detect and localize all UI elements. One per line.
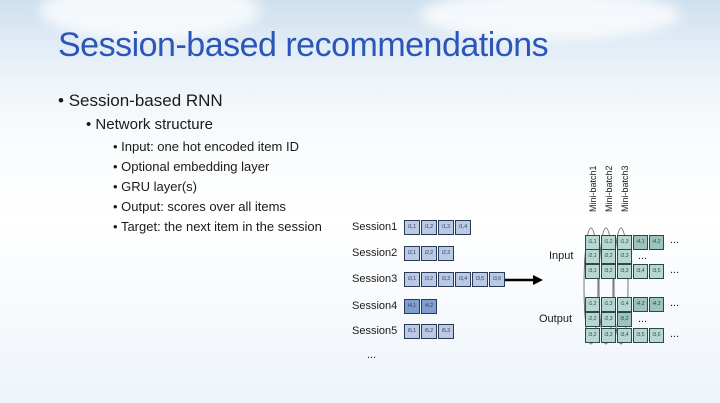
batch-cell: i4,2 xyxy=(633,297,648,312)
bullet-level3: • GRU layer(s) xyxy=(113,179,198,194)
item-cell: i3,4 xyxy=(455,272,471,287)
arrow-right-icon xyxy=(505,275,543,285)
bullet-text: Input: one hot encoded item ID xyxy=(121,139,299,154)
batch-cell: i1,4 xyxy=(617,297,632,312)
sessions-ellipsis: ... xyxy=(367,349,377,361)
bullet-text: Target: the next item in the session xyxy=(120,219,322,234)
cloud-decoration xyxy=(420,0,680,40)
batch-cell: i3,3 xyxy=(617,264,632,279)
minibatch-label: Mini-batch3 xyxy=(620,165,630,212)
item-cell: i3,5 xyxy=(472,272,488,287)
item-cell: i2,1 xyxy=(404,246,420,261)
input-row: i1,1 i1,2 i1,3 i4,1 i4,2 xyxy=(585,235,665,250)
row-ellipsis: ... xyxy=(670,297,680,309)
batch-cell: i3,4 xyxy=(633,264,648,279)
item-cell: i2,3 xyxy=(438,246,454,261)
item-cell: i4,2 xyxy=(421,299,437,314)
minibatch-label: Mini-batch1 xyxy=(588,165,598,212)
session-label: Session4 xyxy=(352,300,398,312)
item-cell: i5,1 xyxy=(404,324,420,339)
item-cell: i4,1 xyxy=(404,299,420,314)
item-cell: i5,2 xyxy=(421,324,437,339)
bullet-text: Optional embedding layer xyxy=(121,159,270,174)
minibatch-label: Mini-batch2 xyxy=(604,165,614,212)
batch-cell: i1,3 xyxy=(617,235,632,250)
batch-cell: i2,2 xyxy=(585,312,600,327)
session-sequence: i2,1 i2,2 i2,3 xyxy=(404,246,455,261)
input-row: i2,1 i2,2 i2,3 xyxy=(585,249,633,264)
item-cell: i2,2 xyxy=(421,246,437,261)
batch-cell: i3,6 xyxy=(649,328,664,343)
row-ellipsis: ... xyxy=(638,250,648,262)
slide-title: Session-based recommendations xyxy=(58,26,549,64)
output-row: i3,2 i3,3 i3,4 i3,5 i3,6 xyxy=(585,328,665,343)
batch-cell: i3,1 xyxy=(585,264,600,279)
input-label: Input xyxy=(549,250,574,262)
batch-cell: i2,2 xyxy=(601,249,616,264)
item-cell: i3,1 xyxy=(404,272,420,287)
batch-cell: i1,2 xyxy=(601,235,616,250)
item-cell: i1,1 xyxy=(404,220,420,235)
minibatch-outlines xyxy=(583,227,629,345)
batch-cell: i1,2 xyxy=(585,297,600,312)
batch-cell: i4,1 xyxy=(633,235,648,250)
item-cell: i1,2 xyxy=(421,220,437,235)
session-sequence: i4,1 i4,2 xyxy=(404,299,438,314)
item-cell: i1,3 xyxy=(438,220,454,235)
item-cell: i3,3 xyxy=(438,272,454,287)
batch-cell: i3,3 xyxy=(601,328,616,343)
session-sequence: i1,1 i1,2 i1,3 i1,4 xyxy=(404,220,472,235)
output-label: Output xyxy=(539,313,573,325)
batch-cell: i4,3 xyxy=(649,297,664,312)
batch-cell: i3,2 xyxy=(585,328,600,343)
output-row: i2,2 i2,3 i5,2 xyxy=(585,312,633,327)
bullet-text: Output: scores over all items xyxy=(121,199,286,214)
batch-cell: i5,2 xyxy=(617,312,632,327)
batch-cell: i4,2 xyxy=(649,235,664,250)
session-label: Session1 xyxy=(352,221,398,233)
row-ellipsis: ... xyxy=(638,313,648,325)
batch-cell: i3,5 xyxy=(633,328,648,343)
item-cell: i5,3 xyxy=(438,324,454,339)
input-row: i3,1 i3,2 i3,3 i3,4 i3,5 xyxy=(585,264,665,279)
session-label: Session2 xyxy=(352,247,398,259)
bullet-level3: • Output: scores over all items xyxy=(113,199,286,214)
bullet-level3: • Optional embedding layer xyxy=(113,159,270,174)
batch-cell: i3,4 xyxy=(617,328,632,343)
bullet-level3: • Input: one hot encoded item ID xyxy=(113,139,299,154)
batch-cell: i2,3 xyxy=(601,312,616,327)
session-label: Session5 xyxy=(352,325,398,337)
item-cell: i1,4 xyxy=(455,220,471,235)
output-row: i1,2 i1,3 i1,4 i4,2 i4,3 xyxy=(585,297,665,312)
bullet-text: Network structure xyxy=(95,116,213,133)
session-sequence: i3,1 i3,2 i3,3 i3,4 i3,5 i3,6 xyxy=(404,272,506,287)
session-sequence: i5,1 i5,2 i5,3 xyxy=(404,324,455,339)
item-cell: i3,2 xyxy=(421,272,437,287)
bullet-text: Session-based RNN xyxy=(68,91,223,110)
batch-cell: i1,1 xyxy=(585,235,600,250)
bullet-level3: • Target: the next item in the session xyxy=(113,219,322,234)
batch-cell: i2,3 xyxy=(617,249,632,264)
bullet-level2: • Network structure xyxy=(86,116,213,133)
item-cell: i3,6 xyxy=(489,272,505,287)
row-ellipsis: ... xyxy=(670,264,680,276)
bullet-level1: • Session-based RNN xyxy=(58,91,223,110)
session-label: Session3 xyxy=(352,273,398,285)
row-ellipsis: ... xyxy=(670,234,680,246)
bullet-text: GRU layer(s) xyxy=(121,179,198,194)
row-ellipsis: ... xyxy=(670,328,680,340)
batch-cell: i3,5 xyxy=(649,264,664,279)
batch-cell: i2,1 xyxy=(585,249,600,264)
batch-cell: i3,2 xyxy=(601,264,616,279)
batch-cell: i1,3 xyxy=(601,297,616,312)
